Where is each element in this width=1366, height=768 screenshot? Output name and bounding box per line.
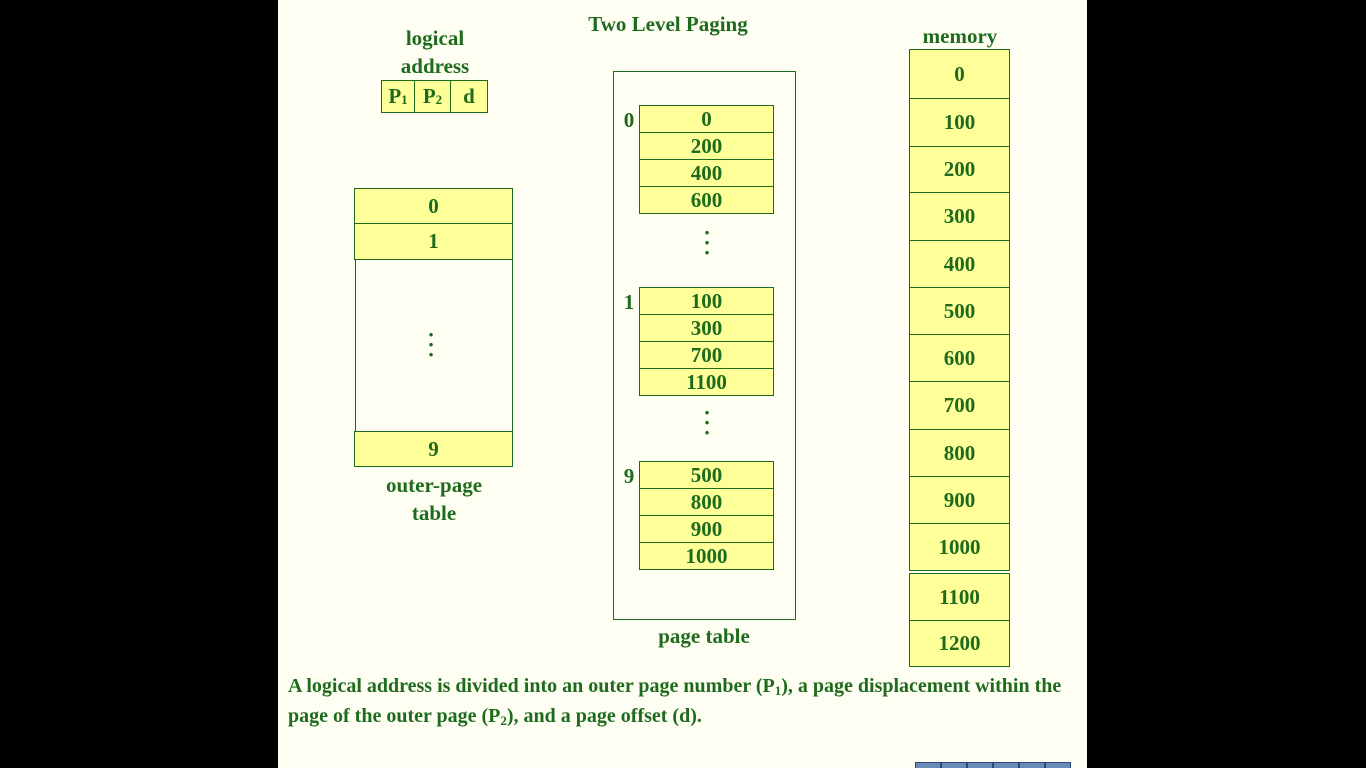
memory-frame: 800 <box>909 429 1010 477</box>
nav-next-button[interactable] <box>993 762 1019 768</box>
memory-frame: 100 <box>909 98 1010 147</box>
slide-navigation-bar <box>773 760 1073 768</box>
memory-frame: 500 <box>909 287 1010 335</box>
page-table-ellipsis: ··· <box>703 220 711 265</box>
caption-sub2: 2 <box>500 713 507 728</box>
outer-page-entry: 1 <box>354 223 513 260</box>
slide-title: Two Level Paging <box>588 12 748 36</box>
nav-prev-button[interactable] <box>941 762 967 768</box>
outer-page-ellipsis: ··· <box>427 322 435 367</box>
page-table-group-index: 0 <box>623 108 635 132</box>
memory-frame: 900 <box>909 476 1010 524</box>
page-table-group-index: 1 <box>623 290 635 314</box>
caption: A logical address is divided into an out… <box>288 672 1068 732</box>
page-table-entry: 700 <box>639 341 774 369</box>
memory-frame: 600 <box>909 334 1010 382</box>
caption-part2: ), a page displacement within the page o… <box>288 675 1062 727</box>
page-table-entry: 1000 <box>639 542 774 570</box>
page-table-group-index: 9 <box>623 464 635 488</box>
nav-last-button[interactable] <box>1019 762 1045 768</box>
page-table-frame <box>613 71 796 620</box>
outer-page-table-label-line1: outer-page <box>385 473 483 497</box>
logical-address-label-line1: logical <box>405 26 465 50</box>
page-table-entry: 100 <box>639 287 774 315</box>
nav-end-button[interactable] <box>1045 762 1071 768</box>
memory-frame: 1200 <box>909 620 1010 667</box>
logical-address-field-d: d <box>450 80 488 113</box>
caption-part3: ), and a page offset (d). <box>506 705 702 727</box>
memory-frame: 1000 <box>909 523 1010 571</box>
page-table-entry: 1100 <box>639 368 774 396</box>
outer-page-entry: 0 <box>354 188 513 224</box>
logical-address-label-line2: address <box>400 54 470 78</box>
outer-page-entry: 9 <box>354 431 513 467</box>
page-table-entry: 800 <box>639 488 774 516</box>
page-table-entry: 500 <box>639 461 774 489</box>
memory-frame: 300 <box>909 192 1010 241</box>
nav-first-button[interactable] <box>915 762 941 768</box>
page-table-entry: 400 <box>639 159 774 187</box>
page-table-entry: 600 <box>639 186 774 214</box>
field-p1-sub: 1 <box>401 91 408 107</box>
memory-frame: 200 <box>909 146 1010 193</box>
page-table-entry: 0 <box>639 105 774 133</box>
page-table-label: page table <box>658 624 750 648</box>
field-d-name: d <box>463 84 475 108</box>
memory-label: memory <box>922 24 998 48</box>
memory-frame: 400 <box>909 240 1010 288</box>
memory-frame: 1100 <box>909 573 1010 621</box>
page-table-ellipsis: ··· <box>703 400 711 445</box>
field-p2-name: P <box>422 84 436 108</box>
page-table-entry: 900 <box>639 515 774 543</box>
caption-part1: A logical address is divided into an out… <box>288 675 775 697</box>
memory-frame: 0 <box>909 49 1010 99</box>
caption-sub1: 1 <box>774 683 782 698</box>
field-p2-sub: 2 <box>435 91 443 107</box>
outer-page-table-label-line2: table <box>411 501 457 525</box>
page-table-entry: 300 <box>639 314 774 342</box>
nav-play-button[interactable] <box>967 762 993 768</box>
field-p1-name: P <box>388 84 402 108</box>
memory-frame: 700 <box>909 381 1010 430</box>
page-table-entry: 200 <box>639 132 774 160</box>
